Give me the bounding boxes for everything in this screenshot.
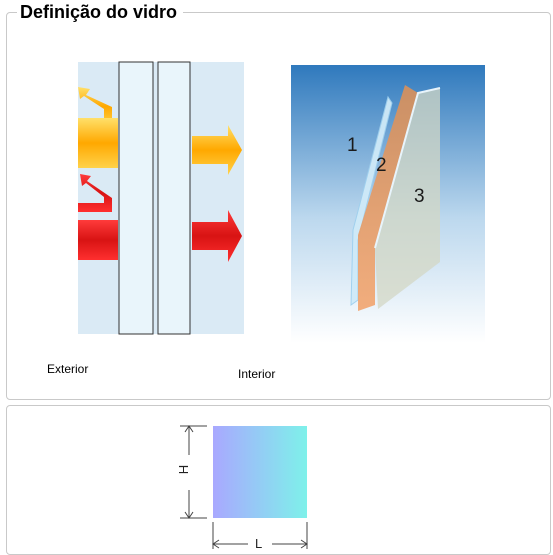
transmitted-red-arrow (192, 210, 242, 262)
glass-pane-outer (118, 61, 154, 335)
interior-label: Interior (238, 367, 276, 381)
layer-number-3: 3 (414, 186, 425, 207)
transmitted-yellow-arrow (192, 125, 242, 175)
glass-layer-3 (375, 88, 440, 309)
dimension-figure (180, 425, 308, 549)
transmission-panel (78, 61, 244, 335)
glass-definition-group: Definição do vidro (6, 0, 551, 400)
reflected-red-arrow (78, 174, 118, 260)
height-label: H (176, 464, 192, 475)
glass-preview (213, 426, 307, 518)
glass-dimensions-group (6, 405, 551, 555)
group-title: Definição do vidro (17, 0, 184, 24)
exterior-label: Exterior (47, 362, 89, 376)
reflected-yellow-arrow (78, 87, 118, 168)
layer-number-1: 1 (347, 135, 358, 156)
width-label: L (255, 536, 263, 551)
layer-number-2: 2 (376, 155, 387, 176)
glass-pane-inner (157, 61, 191, 335)
glass-unit-illustration (291, 65, 485, 343)
